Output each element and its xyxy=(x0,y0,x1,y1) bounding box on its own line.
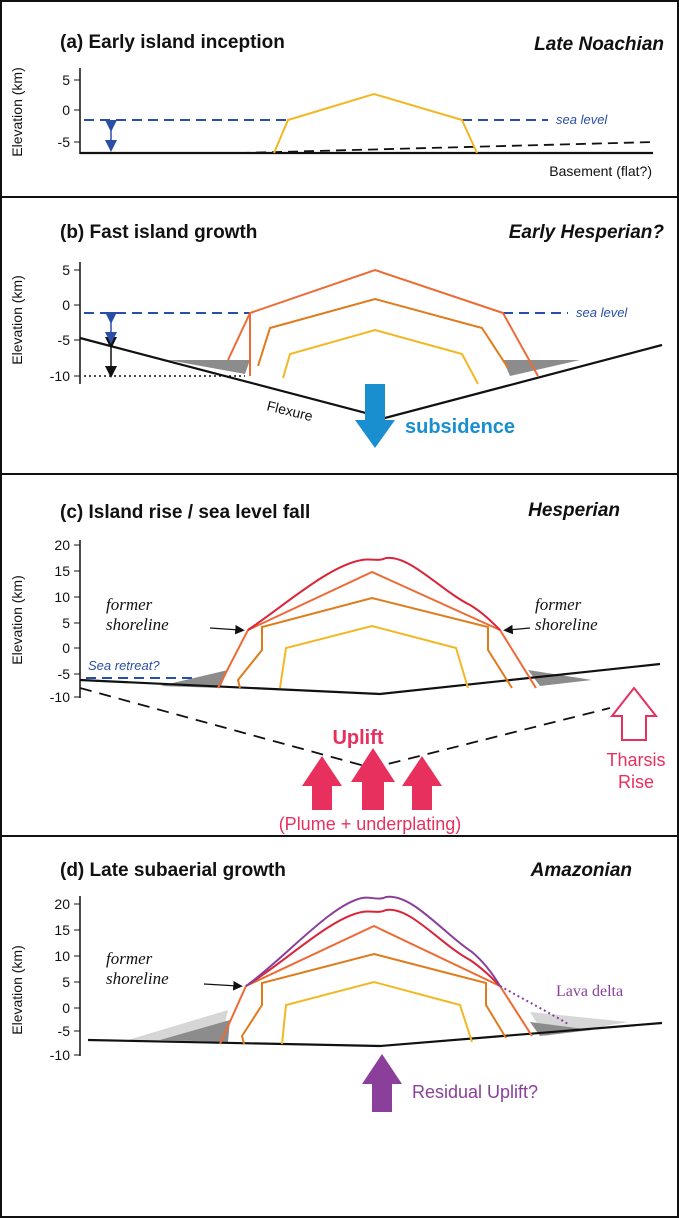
panel-d-title: (d) Late subaerial growth xyxy=(60,860,286,881)
panel-c-title: (c) Island rise / sea level fall xyxy=(60,502,310,523)
island-layer-outer xyxy=(217,570,537,689)
tick-label: -10 xyxy=(50,1047,70,1063)
flexure-dashed-line xyxy=(239,141,656,154)
tick-label: 20 xyxy=(54,537,70,553)
island-layer-red xyxy=(245,908,501,987)
basement-label: Basement (flat?) xyxy=(549,163,652,179)
panel-c-ticks xyxy=(74,544,80,698)
island-layer-outer xyxy=(249,268,539,377)
tick-label: 0 xyxy=(62,102,70,118)
island-layer-inner xyxy=(281,980,473,1045)
tharsis-label: Tharsis xyxy=(606,750,665,770)
panel-c-ylabel: Elevation (km) xyxy=(9,575,25,664)
island-layer-yellow xyxy=(273,92,478,154)
panel-b-title: (b) Fast island growth xyxy=(60,222,257,243)
panel-d-ticks xyxy=(74,903,80,1056)
tick-label: 5 xyxy=(62,974,70,990)
tick-label: 15 xyxy=(54,922,70,938)
panel-b-ylabel: Elevation (km) xyxy=(9,275,25,364)
sea-level-label: sea level xyxy=(556,112,608,127)
panel-b-era: Early Hesperian? xyxy=(509,222,665,243)
tick-label: 10 xyxy=(54,589,70,605)
panel-c: (c) Island rise / sea level fall Hesperi… xyxy=(0,473,679,837)
panel-d: (d) Late subaerial growth Amazonian 20 1… xyxy=(0,835,679,1218)
tick-label: 10 xyxy=(54,948,70,964)
sediment-wedge xyxy=(503,360,580,376)
former-shoreline-label-left: former xyxy=(106,595,153,614)
island-layer-middle xyxy=(236,596,513,689)
basement-line xyxy=(79,662,661,696)
tharsis-arrow xyxy=(609,686,659,741)
plume-label: (Plume + underplating) xyxy=(279,814,462,834)
flexure-label: Flexure xyxy=(265,397,314,424)
former-shoreline-label: shoreline xyxy=(106,969,169,988)
former-shoreline-label: former xyxy=(106,949,153,968)
tick-label: -10 xyxy=(50,368,70,384)
panel-a: (a) Early island inception Late Noachian… xyxy=(0,0,679,198)
subsidence-label: subsidence xyxy=(405,416,515,438)
tick-label: 0 xyxy=(62,1000,70,1016)
panel-a-ylabel: Elevation (km) xyxy=(9,67,25,156)
panel-d-border xyxy=(0,835,679,1218)
lava-delta-dotted-line xyxy=(499,985,569,1025)
tick-label: 5 xyxy=(62,615,70,631)
tick-label: 5 xyxy=(62,262,70,278)
sea-level-label: sea level xyxy=(576,305,628,320)
island-layer-middle xyxy=(257,297,509,369)
shoreline-pointer-arrow xyxy=(203,980,243,991)
residual-uplift-label: Residual Uplift? xyxy=(412,1082,538,1102)
tick-label: -5 xyxy=(58,332,71,348)
sediment-wedge xyxy=(168,360,250,374)
sea-retreat-label: Sea retreat? xyxy=(88,658,160,673)
shoreline-pointer-arrow xyxy=(503,624,531,635)
tick-label: 0 xyxy=(62,640,70,656)
panel-c-era: Hesperian xyxy=(528,500,620,521)
tick-label: -5 xyxy=(58,134,71,150)
tick-label: 0 xyxy=(62,297,70,313)
tick-label: -5 xyxy=(58,666,71,682)
tharsis-label: Rise xyxy=(618,772,654,792)
tick-label: -5 xyxy=(58,1023,71,1039)
former-shoreline-label-left: shoreline xyxy=(106,615,169,634)
island-layer-purple xyxy=(245,895,501,987)
island-layer-red xyxy=(247,556,501,631)
panel-c-border xyxy=(0,473,679,837)
uplift-arrow xyxy=(351,748,395,810)
shoreline-pointer-arrow xyxy=(209,624,245,635)
uplift-label: Uplift xyxy=(332,727,383,749)
sediment-wedge xyxy=(528,670,592,686)
tick-label: 15 xyxy=(54,563,70,579)
tick-label: 5 xyxy=(62,72,70,88)
panel-b: (b) Fast island growth Early Hesperian? … xyxy=(0,196,679,475)
residual-uplift-arrow xyxy=(362,1054,402,1112)
island-layer-inner xyxy=(279,624,469,689)
panel-d-era: Amazonian xyxy=(530,860,632,881)
subsidence-arrow xyxy=(355,384,395,448)
island-layer-middle xyxy=(240,952,507,1045)
island-layer-inner xyxy=(282,328,479,385)
uplift-arrow xyxy=(402,756,442,810)
island-layer-outer-flank xyxy=(227,312,251,361)
former-shoreline-label-right: former xyxy=(535,595,582,614)
tick-label: 20 xyxy=(54,896,70,912)
island-layer-outer xyxy=(219,924,533,1045)
panel-a-era: Late Noachian xyxy=(534,34,664,55)
lava-delta-label: Lava delta xyxy=(556,983,623,1000)
uplift-arrow xyxy=(302,756,342,810)
panel-a-title: (a) Early island inception xyxy=(60,32,285,53)
basement-line xyxy=(87,1021,663,1048)
tick-label: -10 xyxy=(50,689,70,705)
former-shoreline-label-right: shoreline xyxy=(535,615,598,634)
panel-d-ylabel: Elevation (km) xyxy=(9,945,25,1034)
sediment-wedge xyxy=(160,1020,230,1042)
